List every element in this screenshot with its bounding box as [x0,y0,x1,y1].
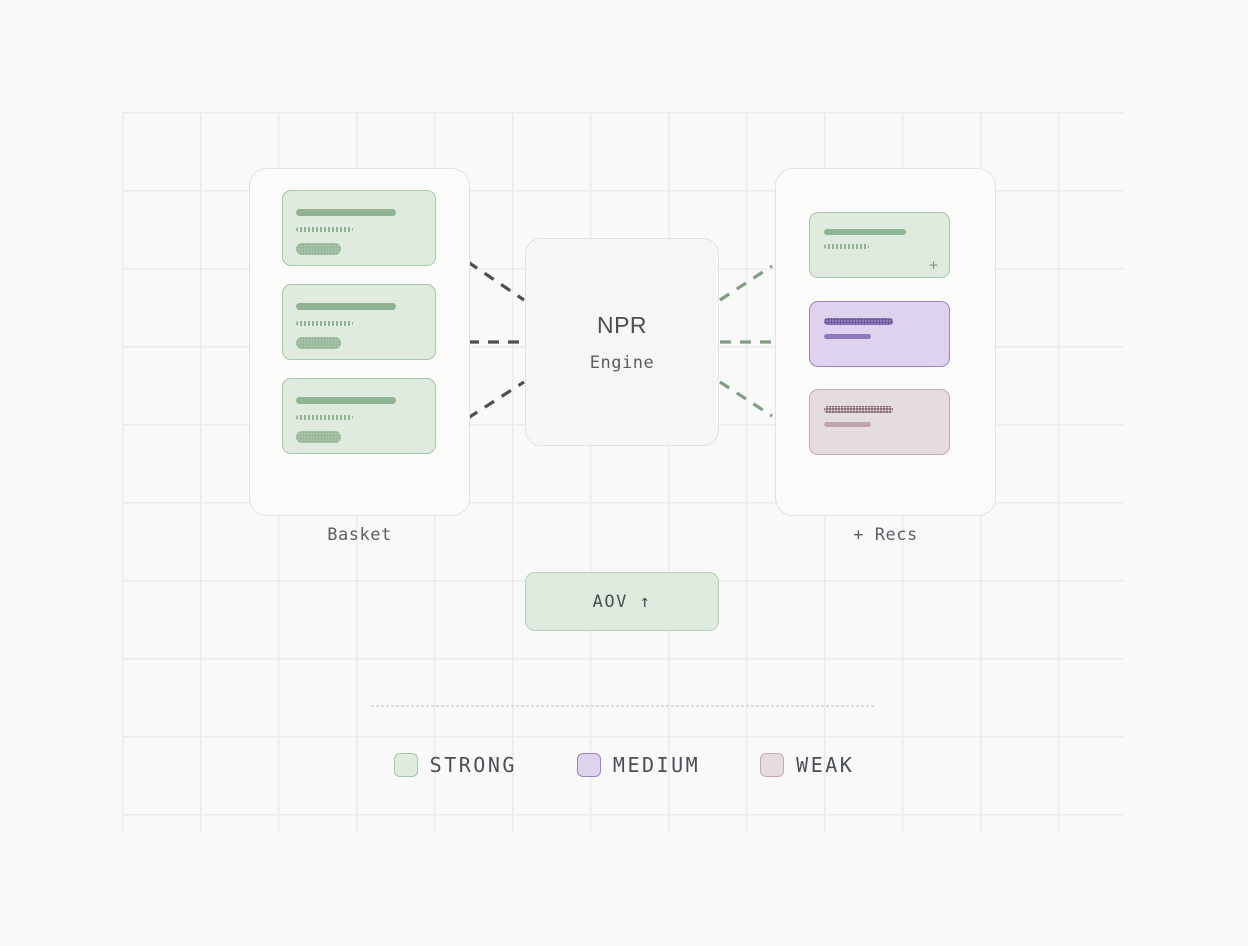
add-rec-plus-icon[interactable]: + [928,256,938,274]
card-title-bar [296,209,396,216]
engine-subtitle: Engine [589,352,655,373]
card-title-bar [824,318,893,325]
legend-divider [371,705,874,707]
wire-engine-to-recs-top [719,264,773,302]
card-subtitle-bar [824,244,869,249]
card-subtitle-bar [824,334,871,339]
legend-item-strong[interactable]: STRONG [393,753,517,777]
card-title-bar [824,406,893,413]
aov-metric-badge[interactable]: AOV ↑ [525,572,719,631]
legend-swatch-weak-icon [760,753,785,777]
legend-swatch-strong-icon [393,753,418,777]
card-subtitle-bar [296,321,353,326]
card-title-bar [824,229,906,235]
card-tag-pill [296,337,341,349]
legend-item-medium[interactable]: MEDIUM [576,753,701,777]
legend-label-weak: WEAK [796,753,855,777]
card-subtitle-bar [824,422,871,427]
card-title-bar [296,303,396,310]
legend-swatch-medium-icon [576,753,601,777]
basket-item-card[interactable] [282,190,436,266]
legend-label-strong: STRONG [429,753,517,777]
wire-basket-top-to-engine [467,260,525,302]
rec-item-card-weak[interactable] [809,389,950,455]
card-tag-pill [296,431,341,443]
basket-item-card[interactable] [282,378,436,454]
basket-item-card[interactable] [282,284,436,360]
basket-panel-label: Basket [327,525,392,545]
card-tag-pill [296,243,341,255]
card-subtitle-bar [296,227,353,232]
rec-item-card-strong[interactable]: + [809,212,950,278]
legend-label-medium: MEDIUM [612,753,701,777]
card-title-bar [296,397,396,404]
wire-basket-bottom-to-engine [467,380,525,420]
strength-legend: STRONG MEDIUM WEAK [0,753,1248,777]
rec-item-card-medium[interactable] [809,301,950,367]
card-subtitle-bar [296,415,353,420]
legend-item-weak[interactable]: WEAK [760,753,854,777]
recs-panel-label: + Recs [853,525,918,545]
wire-engine-to-recs-bottom [719,380,773,418]
engine-title: NPR [596,311,648,338]
npr-engine-node[interactable]: NPR Engine [525,238,719,446]
